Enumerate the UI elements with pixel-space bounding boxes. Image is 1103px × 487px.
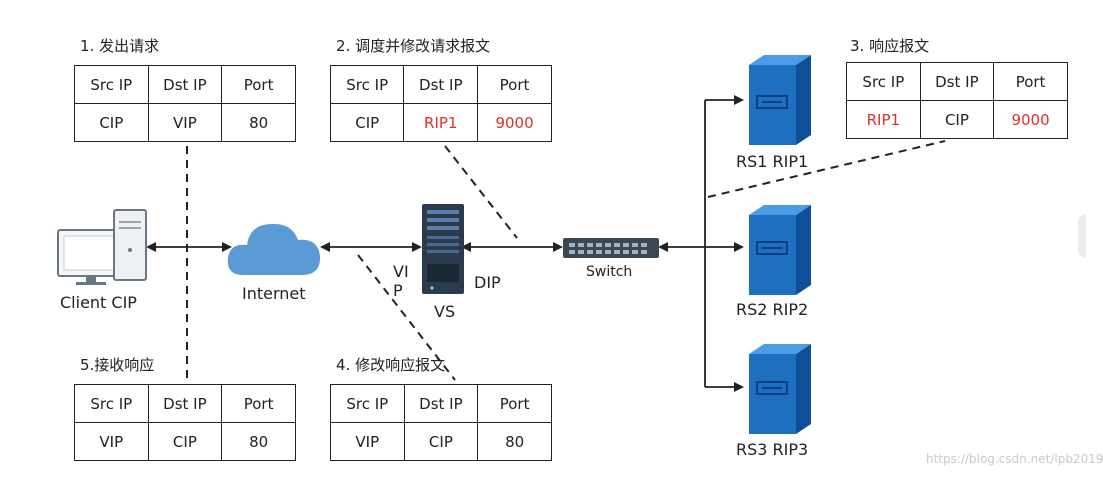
client-computer-icon <box>57 209 147 285</box>
packet1-header-src: Src IP <box>74 65 149 104</box>
rs3-server-icon <box>749 344 811 434</box>
switch-icon <box>563 238 659 258</box>
packet3-header-src: Src IP <box>846 62 921 101</box>
packet4-table: Src IP Dst IP Port VIP CIP 80 <box>330 384 552 461</box>
packet1-dst-ip: VIP <box>147 103 223 142</box>
dash-rs1-packet3 <box>707 140 946 198</box>
packet5-src-ip: VIP <box>74 422 149 461</box>
packet1-title: 1. 发出请求 <box>80 37 160 55</box>
packet4-header-src: Src IP <box>330 384 405 423</box>
packet3-src-ip: RIP1 <box>846 100 921 139</box>
packet2-header-src: Src IP <box>329 65 405 104</box>
packet2-header-port: Port <box>477 65 552 104</box>
rs1-label: RS1 RIP1 <box>736 152 809 171</box>
packet5-port: 80 <box>221 422 296 461</box>
packet3-table: Src IP Dst IP Port RIP1 CIP 9000 <box>846 62 1068 139</box>
packet4-title: 4. 修改响应报文 <box>336 356 446 374</box>
packet5-title: 5.接收响应 <box>80 356 155 374</box>
internet-label: Internet <box>242 284 306 303</box>
packet3-dst-ip: CIP <box>919 100 995 139</box>
packet1-src-ip: CIP <box>74 103 149 142</box>
packet4-header-port: Port <box>477 384 552 423</box>
packet2-src-ip: CIP <box>329 103 405 142</box>
packet4-dst-ip: CIP <box>403 422 479 461</box>
packet2-header-dst: Dst IP <box>403 65 479 104</box>
packet4-src-ip: VIP <box>330 422 405 461</box>
packet1-header-port: Port <box>221 65 296 104</box>
packet5-header-dst: Dst IP <box>147 384 223 423</box>
switch-label: Switch <box>586 264 633 280</box>
vs-server-icon <box>422 204 464 294</box>
packet2-port: 9000 <box>477 103 552 142</box>
rs1-server-icon <box>749 55 811 145</box>
packet3-title: 3. 响应报文 <box>850 37 930 55</box>
watermark: https://blog.csdn.net/lpb2019 <box>926 452 1103 466</box>
packet3-header-dst: Dst IP <box>919 62 995 101</box>
dip-label: DIP <box>474 273 501 292</box>
packet5-table: Src IP Dst IP Port VIP CIP 80 <box>74 384 296 461</box>
packet2-dst-ip: RIP1 <box>403 103 479 142</box>
packet5-header-src: Src IP <box>74 384 149 423</box>
packet1-port: 80 <box>221 103 296 142</box>
rs3-label: RS3 RIP3 <box>736 440 809 459</box>
rs2-server-icon <box>749 205 811 295</box>
dash-vs-packet4 <box>357 254 456 381</box>
packet1-table: Src IP Dst IP Port CIP VIP 80 <box>74 65 296 142</box>
packet4-port: 80 <box>477 422 552 461</box>
packet3-header-port: Port <box>993 62 1068 101</box>
vs-label: VS <box>434 302 456 321</box>
dash-vs-packet2 <box>444 145 518 239</box>
packet4-header-dst: Dst IP <box>403 384 479 423</box>
packet2-table: Src IP Dst IP Port CIP RIP1 9000 <box>329 65 552 142</box>
vip-label: VI P <box>393 262 409 300</box>
packet2-title: 2. 调度并修改请求报文 <box>336 37 491 55</box>
client-label: Client CIP <box>60 293 137 312</box>
edge-scroll-handle[interactable] <box>1078 214 1086 258</box>
packet5-dst-ip: CIP <box>147 422 223 461</box>
packet5-header-port: Port <box>221 384 296 423</box>
packet3-port: 9000 <box>993 100 1068 139</box>
packet1-header-dst: Dst IP <box>147 65 223 104</box>
internet-cloud-icon <box>227 223 321 275</box>
rs2-label: RS2 RIP2 <box>736 300 809 319</box>
